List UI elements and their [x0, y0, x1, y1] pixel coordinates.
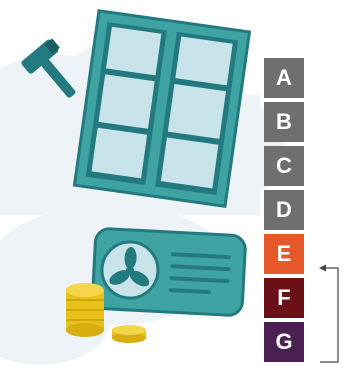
- rating-label: B: [276, 109, 292, 134]
- rating-grade-c: C: [264, 146, 304, 186]
- hammer-icon: [21, 38, 76, 98]
- rating-label: D: [276, 197, 292, 222]
- coins-icon: [66, 283, 146, 343]
- rating-grade-e: E: [264, 234, 304, 274]
- air-conditioner-icon: [91, 227, 247, 317]
- energy-rating-scale: A B C D E F G: [264, 58, 306, 366]
- fan-icon: [109, 247, 150, 287]
- rating-grade-g: G: [264, 322, 304, 362]
- rating-label: A: [276, 65, 292, 90]
- rating-grade-f: F: [264, 278, 304, 318]
- rating-grade-a: A: [264, 58, 304, 98]
- rating-grade-b: B: [264, 102, 304, 142]
- rating-label: E: [276, 241, 292, 266]
- window-icon: [72, 9, 252, 208]
- rating-label: G: [275, 329, 293, 354]
- bracket-arrow-icon: [319, 264, 339, 363]
- rating-label: C: [276, 153, 292, 178]
- rating-grade-d: D: [264, 190, 304, 230]
- rating-label: F: [277, 285, 291, 310]
